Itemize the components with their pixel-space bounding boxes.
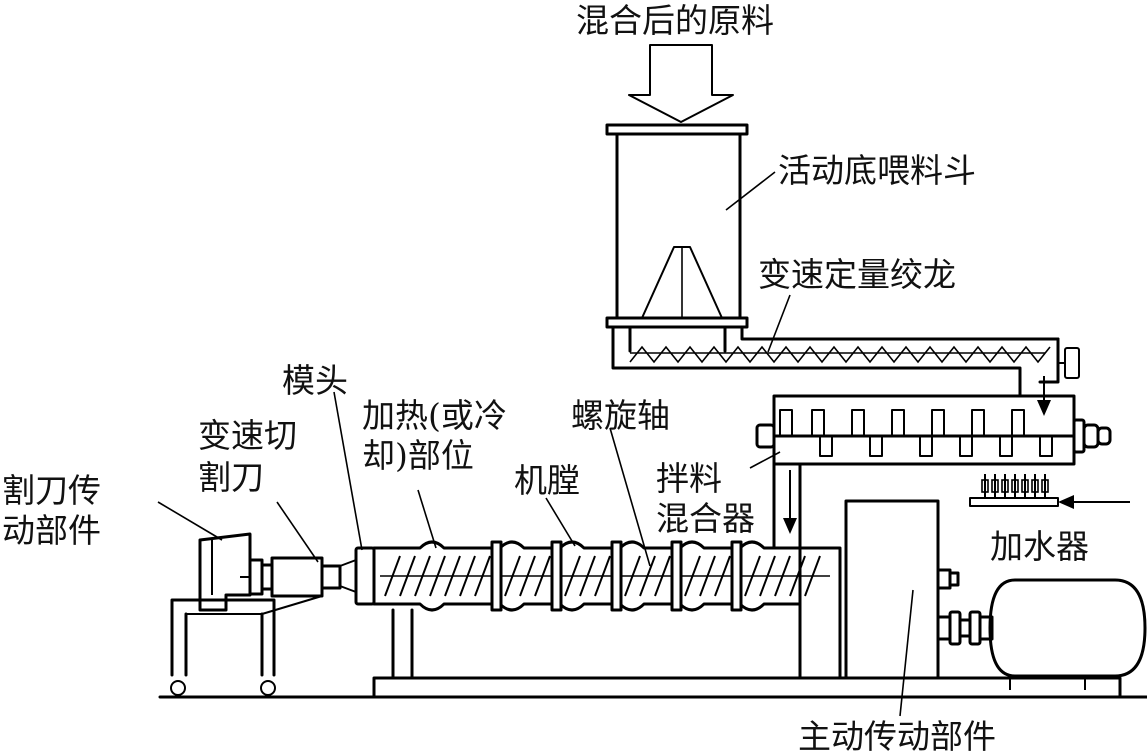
main-drive-housing: [798, 499, 994, 680]
barrel: [372, 540, 830, 680]
feed-screw-tube: [611, 325, 1080, 398]
hopper: [605, 123, 749, 329]
labels: 混合后的原料 活动底喂料斗 变速定量绞龙 模头 加热(或冷 却)部位 螺旋轴 机…: [2, 1, 1089, 753]
machine-base: [158, 676, 1147, 699]
material-input-arrow: [628, 44, 734, 123]
water-adder-nozzles: [969, 474, 1130, 509]
label-mixer-1: 拌料: [656, 459, 722, 498]
label-barrel: 机膛: [514, 461, 580, 500]
label-die-head: 模头: [282, 361, 348, 400]
label-main-drive: 主动传动部件: [798, 717, 996, 753]
label-cutter-drive-2: 动部件: [2, 511, 101, 550]
flow-arrow-to-mixer: [1037, 376, 1051, 416]
label-heating-zone-1: 加热(或冷: [362, 396, 507, 435]
cutter-drive: [170, 532, 323, 696]
label-mixer-2: 混合器: [656, 499, 755, 538]
die-head: [339, 546, 376, 606]
label-heating-zone-2: 却)部位: [362, 436, 474, 475]
label-input-material: 混合后的原料: [576, 1, 774, 40]
motor: [988, 578, 1147, 690]
mixer: [755, 394, 1112, 550]
label-cutter-drive-1: 割刀传: [2, 471, 101, 510]
label-feed-screw: 变速定量绞龙: [758, 255, 956, 294]
leader-lines: [157, 171, 914, 717]
flow-arrow-to-barrel: [783, 470, 797, 534]
label-water-adder: 加水器: [990, 527, 1089, 566]
label-cutter-2: 割刀: [198, 458, 264, 497]
label-cutter-1: 变速切: [198, 416, 297, 455]
label-hopper: 活动底喂料斗: [778, 151, 976, 190]
label-screw-shaft: 螺旋轴: [571, 396, 670, 435]
